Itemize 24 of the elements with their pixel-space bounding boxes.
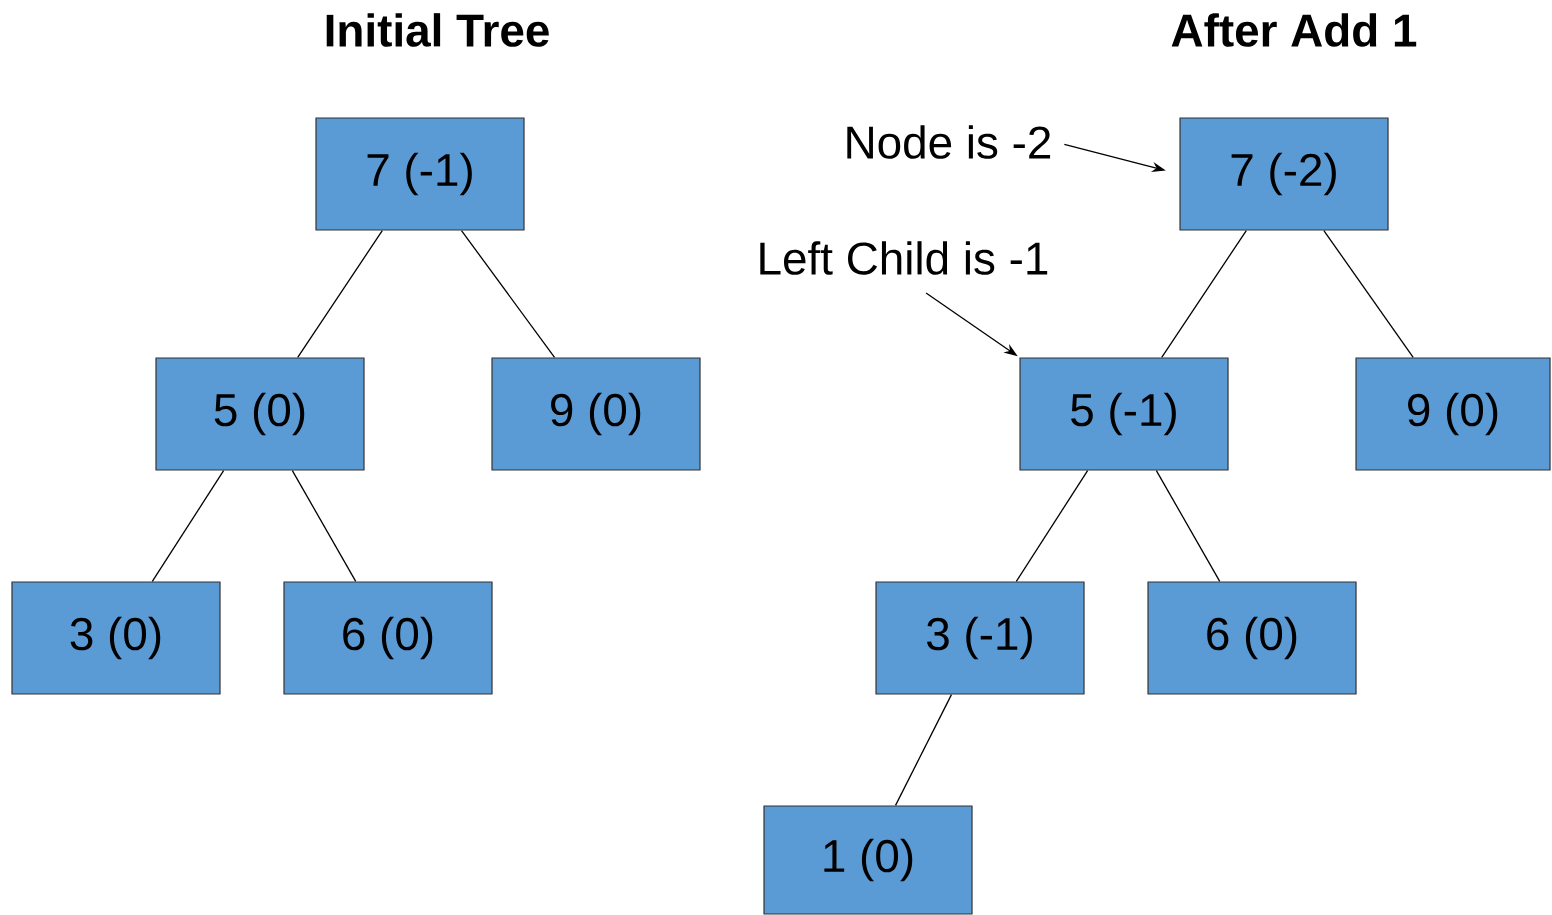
tree-edge bbox=[1015, 469, 1089, 583]
tree-node-box: 5 (-1) bbox=[1019, 357, 1229, 471]
tree-node-box: 9 (0) bbox=[1355, 357, 1551, 471]
tree-node-box: 7 (-2) bbox=[1179, 117, 1389, 231]
tree-edge bbox=[151, 469, 225, 583]
tree-node-box: 5 (0) bbox=[155, 357, 365, 471]
tree-node-box: 3 (-1) bbox=[875, 581, 1085, 695]
annotation-text: Left Child is -1 bbox=[760, 241, 1048, 275]
tree-node-box: 9 (0) bbox=[491, 357, 701, 471]
tree-edge bbox=[1161, 229, 1247, 359]
tree-node-box: 3 (0) bbox=[11, 581, 221, 695]
tree-node-box: 7 (-1) bbox=[315, 117, 525, 231]
tree-node-box: 1 (0) bbox=[763, 805, 973, 915]
tree-edge bbox=[1155, 469, 1221, 583]
tree-edge bbox=[291, 469, 357, 583]
heading: Initial Tree bbox=[326, 13, 549, 47]
tree-node-box: 6 (0) bbox=[283, 581, 493, 695]
heading: After Add 1 bbox=[1171, 13, 1417, 47]
tree-edge bbox=[297, 229, 383, 359]
tree-edge bbox=[460, 229, 556, 359]
annotation-text: Node is -2 bbox=[847, 125, 1051, 159]
tree-edge bbox=[894, 693, 953, 807]
tree-node-box: 6 (0) bbox=[1147, 581, 1357, 695]
tree-edge bbox=[1323, 229, 1414, 359]
